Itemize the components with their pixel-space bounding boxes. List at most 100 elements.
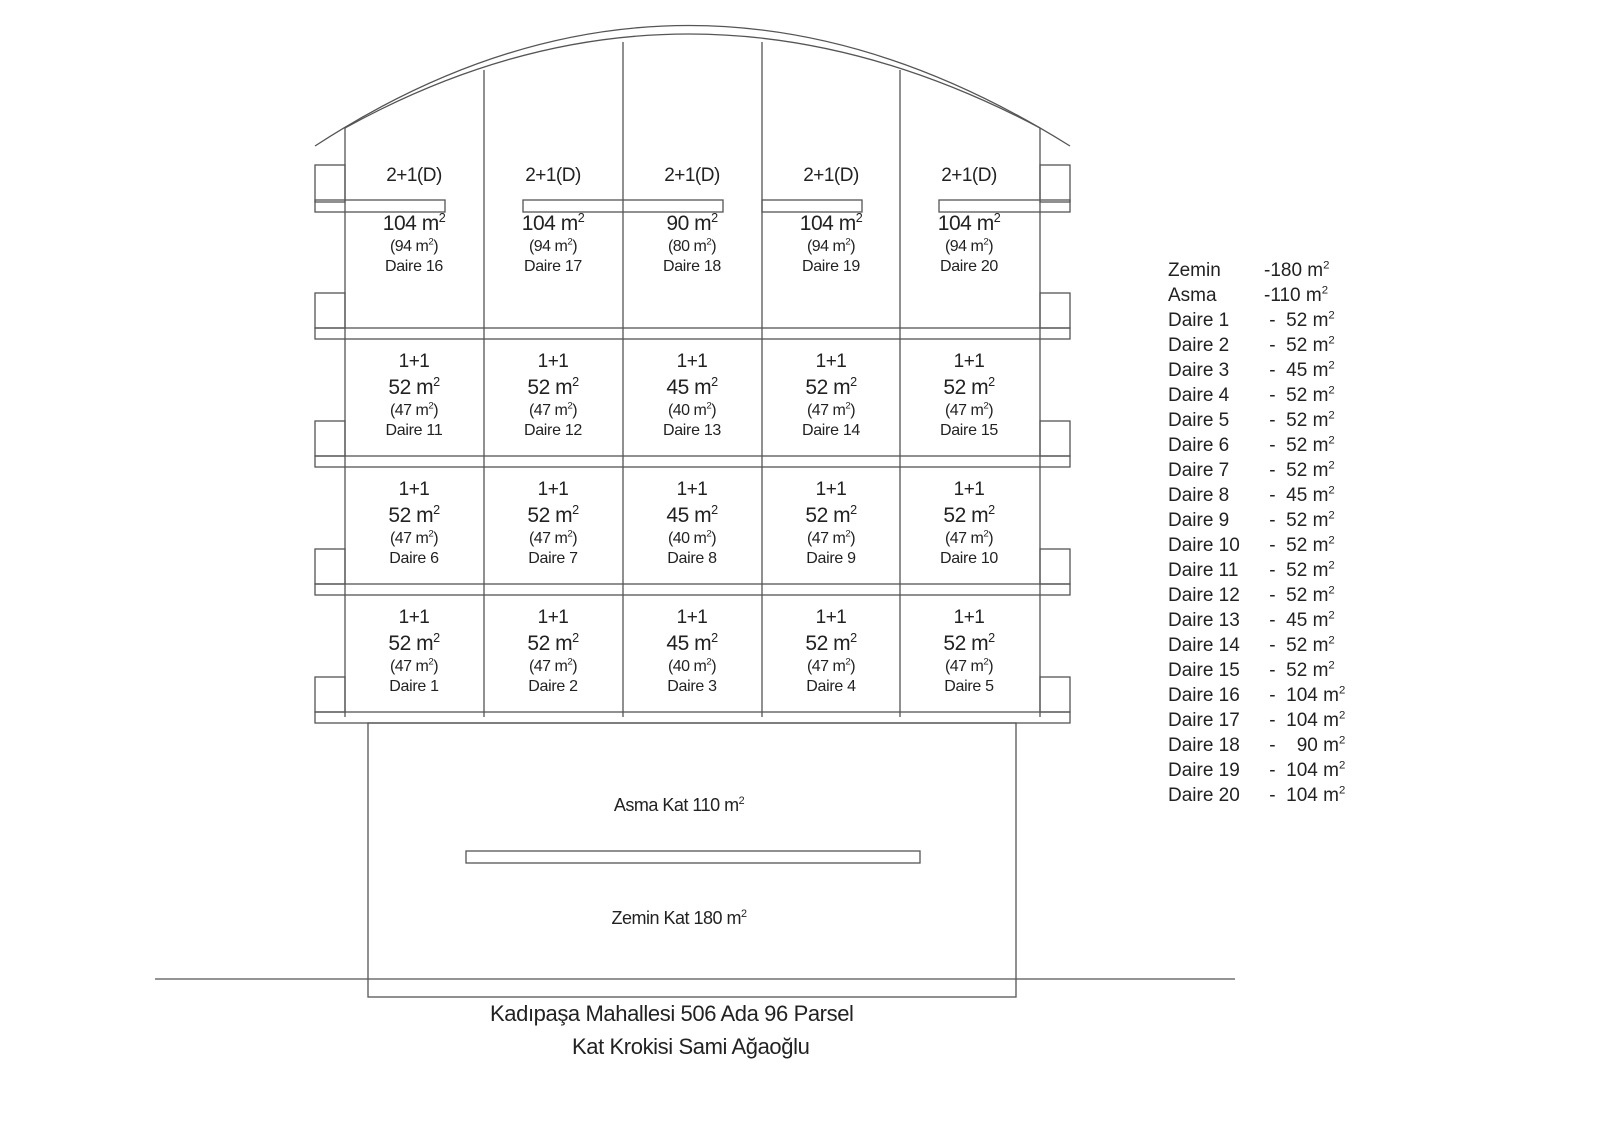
unit-gross-area: 45 m2 xyxy=(666,503,718,527)
unit-name: Daire 12 xyxy=(523,422,583,439)
unit-net-area: (47 m2) xyxy=(806,656,856,675)
legend-row: Daire 19 - 104 m2 xyxy=(1168,758,1354,783)
unit-daire-20: 2+1(D)104 m2(94 m2)Daire 20 xyxy=(901,166,1037,275)
duplex-bar xyxy=(761,199,863,213)
floor-slab xyxy=(314,455,1071,468)
unit-name: Daire 19 xyxy=(801,258,861,275)
unit-net-area: (47 m2) xyxy=(944,656,994,675)
unit-gross-area: 104 m2 xyxy=(799,211,863,235)
legend-name: Daire 20 xyxy=(1168,784,1240,806)
unit-gross-area: 52 m2 xyxy=(388,503,440,527)
base-block xyxy=(367,722,1017,998)
unit-name: Daire 5 xyxy=(944,678,994,695)
legend-row: Daire 5 - 52 m2 xyxy=(1168,408,1354,433)
unit-gross-area: 52 m2 xyxy=(943,503,995,527)
unit-name: Daire 8 xyxy=(667,550,717,567)
legend-row: Daire 2 - 52 m2 xyxy=(1168,333,1354,358)
legend-row: Daire 7 - 52 m2 xyxy=(1168,458,1354,483)
unit-net-area: (47 m2) xyxy=(806,400,856,419)
balcony-left xyxy=(314,420,346,457)
legend-row: Daire 15 - 52 m2 xyxy=(1168,658,1354,683)
unit-type: 1+1 xyxy=(537,607,569,628)
legend-name: Daire 19 xyxy=(1168,759,1240,781)
unit-net-area: (47 m2) xyxy=(944,528,994,547)
unit-net-area: (47 m2) xyxy=(389,656,439,675)
unit-gross-area: 52 m2 xyxy=(527,631,579,655)
unit-name: Daire 18 xyxy=(662,258,722,275)
unit-gross-area: 52 m2 xyxy=(943,631,995,655)
unit-gross-area: 52 m2 xyxy=(805,503,857,527)
unit-net-area: (47 m2) xyxy=(528,528,578,547)
legend-row: Daire 14 - 52 m2 xyxy=(1168,633,1354,658)
unit-type: 1+1 xyxy=(815,607,847,628)
unit-type: 2+1(D) xyxy=(941,165,997,186)
unit-type: 1+1 xyxy=(953,479,985,500)
legend-name: Daire 8 xyxy=(1168,484,1230,506)
legend-name: Daire 13 xyxy=(1168,609,1240,631)
legend-row: Zemin-180 m2 xyxy=(1168,258,1354,283)
duplex-bar xyxy=(938,199,1071,213)
legend-value: - 104 m2 xyxy=(1264,709,1346,731)
unit-net-area: (80 m2) xyxy=(667,236,717,255)
legend-value: - 52 m2 xyxy=(1264,409,1335,431)
legend-row: Daire 10 - 52 m2 xyxy=(1168,533,1354,558)
balcony-left xyxy=(314,164,346,203)
balcony-right xyxy=(1039,420,1071,457)
legend-name: Zemin xyxy=(1168,259,1221,281)
unit-type: 1+1 xyxy=(676,479,708,500)
unit-type: 1+1 xyxy=(815,351,847,372)
legend-name: Daire 4 xyxy=(1168,384,1230,406)
legend-row: Daire 3 - 45 m2 xyxy=(1168,358,1354,383)
duplex-bar xyxy=(522,199,724,213)
legend-row: Daire 9 - 52 m2 xyxy=(1168,508,1354,533)
unit-gross-area: 104 m2 xyxy=(382,211,446,235)
roof-arc-inner xyxy=(344,33,1041,129)
unit-gross-area: 52 m2 xyxy=(527,375,579,399)
unit-type: 2+1(D) xyxy=(803,165,859,186)
balcony-right xyxy=(1039,164,1071,203)
unit-name: Daire 15 xyxy=(939,422,999,439)
unit-name: Daire 4 xyxy=(806,678,856,695)
unit-name: Daire 7 xyxy=(528,550,578,567)
unit-net-area: (47 m2) xyxy=(806,528,856,547)
unit-net-area: (94 m2) xyxy=(528,236,578,255)
roof-arc-outer xyxy=(314,24,1071,147)
legend-name: Daire 18 xyxy=(1168,734,1240,756)
legend-name: Daire 1 xyxy=(1168,309,1230,331)
floor-slab xyxy=(314,327,1071,340)
legend-row: Daire 8 - 45 m2 xyxy=(1168,483,1354,508)
legend-value: - 52 m2 xyxy=(1264,634,1335,656)
unit-net-area: (94 m2) xyxy=(944,236,994,255)
legend-value: - 90 m2 xyxy=(1264,734,1346,756)
unit-net-area: (47 m2) xyxy=(389,528,439,547)
legend-value: - 45 m2 xyxy=(1264,609,1335,631)
unit-type: 1+1 xyxy=(398,351,430,372)
unit-net-area: (94 m2) xyxy=(806,236,856,255)
unit-daire-16: 2+1(D)104 m2(94 m2)Daire 16 xyxy=(346,166,482,275)
mezzanine-label: Asma Kat 110 m2 xyxy=(613,795,745,815)
unit-gross-area: 52 m2 xyxy=(943,375,995,399)
legend-name: Daire 6 xyxy=(1168,434,1230,456)
unit-type: 1+1 xyxy=(398,479,430,500)
legend-value: - 52 m2 xyxy=(1264,434,1335,456)
legend-value: - 52 m2 xyxy=(1264,659,1335,681)
legend-value: - 52 m2 xyxy=(1264,309,1335,331)
legend-name: Daire 10 xyxy=(1168,534,1240,556)
legend-name: Daire 15 xyxy=(1168,659,1240,681)
legend-value: -110 m2 xyxy=(1264,284,1329,306)
unit-type: 1+1 xyxy=(676,607,708,628)
legend-value: - 52 m2 xyxy=(1264,384,1335,406)
legend-name: Daire 11 xyxy=(1168,559,1239,581)
legend-row: Asma-110 m2 xyxy=(1168,283,1354,308)
unit-gross-area: 52 m2 xyxy=(388,631,440,655)
unit-type: 1+1 xyxy=(537,351,569,372)
unit-name: Daire 14 xyxy=(801,422,861,439)
legend-row: Daire 1 - 52 m2 xyxy=(1168,308,1354,333)
